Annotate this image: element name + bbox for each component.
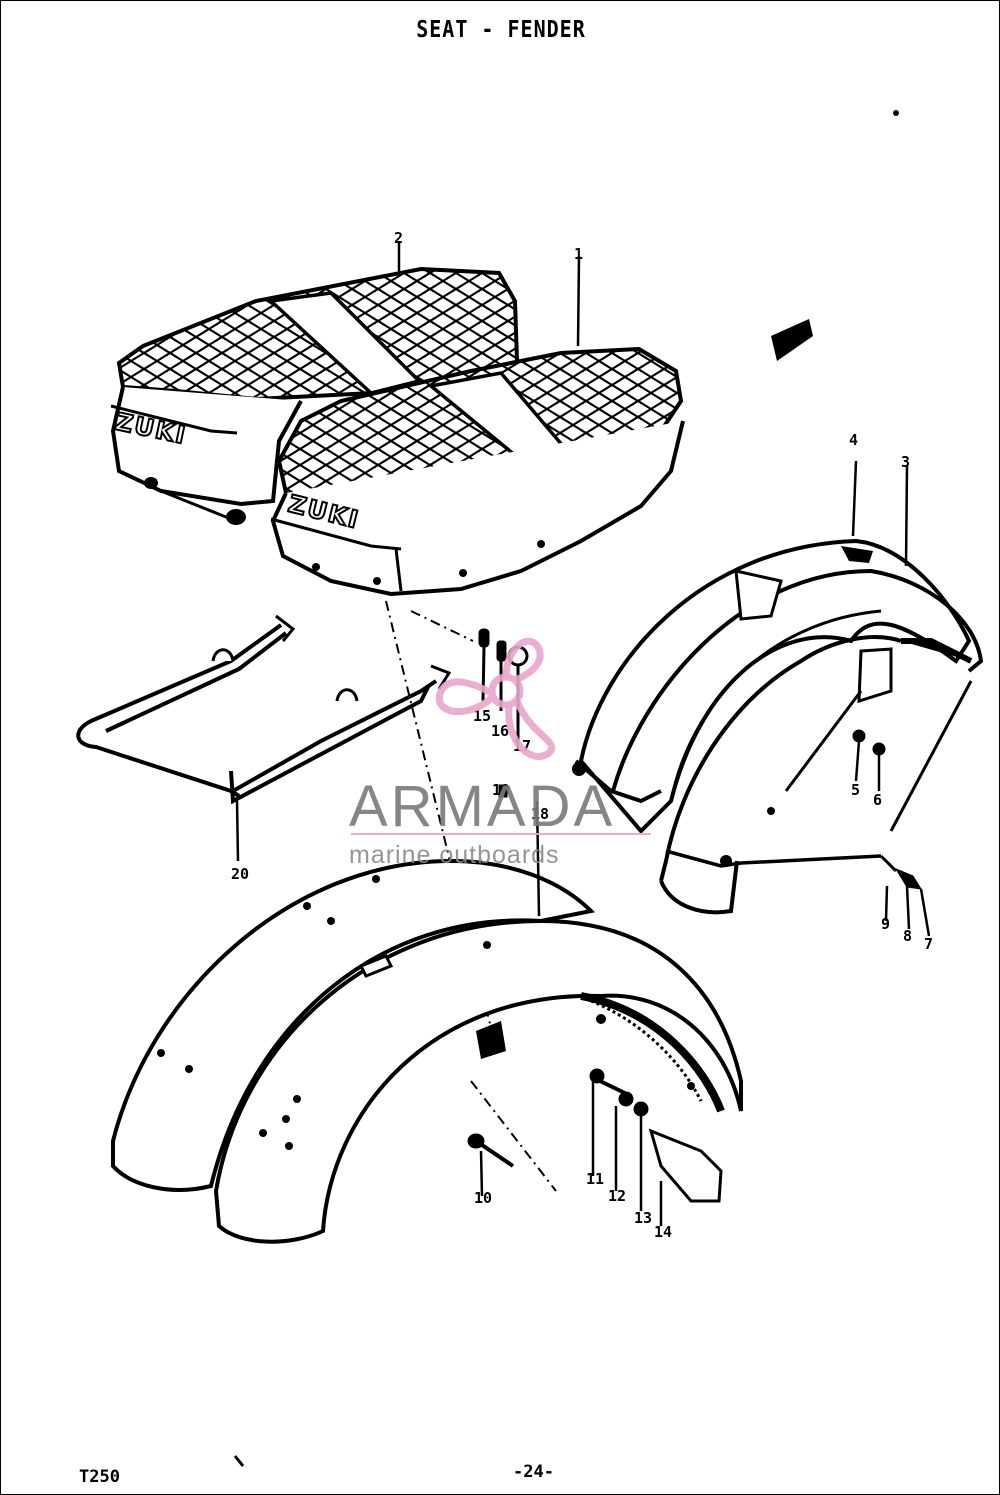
- fender-clip-icon: [771, 319, 813, 361]
- watermark-tagline: marine outboards: [349, 841, 560, 869]
- callout-9: 9: [881, 915, 890, 933]
- front-fender: [111, 858, 743, 1244]
- seat-front: ZUKI: [270, 346, 685, 597]
- callout-19: 19: [492, 781, 510, 799]
- callout-1: 1: [574, 245, 583, 263]
- callout-14: 14: [654, 1223, 672, 1241]
- callout-11: 11: [586, 1170, 604, 1188]
- callout-16: 16: [491, 722, 509, 740]
- callout-13: 13: [634, 1209, 652, 1227]
- callout-labels: 1 2 3 4 5 6 7 8 9 10 11 12 13 14 15 16 1…: [231, 229, 933, 1241]
- scan-mark: [233, 1455, 245, 1467]
- callout-4: 4: [849, 431, 858, 449]
- page-number: -24-: [513, 1462, 554, 1482]
- callout-18: 18: [531, 805, 549, 823]
- callout-15: 15: [473, 707, 491, 725]
- scan-speck: [893, 110, 899, 116]
- watermark-brand: ARMADA: [349, 774, 615, 839]
- seat-rear: ZUKI: [110, 266, 520, 525]
- callout-7: 7: [924, 935, 933, 953]
- page-title: SEAT - FENDER: [416, 15, 586, 43]
- hardware-bolts: [397, 241, 931, 1226]
- callout-10: 10: [474, 1189, 492, 1207]
- callout-3: 3: [901, 453, 910, 471]
- callout-2: 2: [394, 229, 403, 247]
- propeller-logo-icon: [435, 637, 556, 760]
- armada-watermark: ARMADA marine outboards: [349, 637, 651, 869]
- callout-12: 12: [608, 1187, 626, 1205]
- alignment-lines: [385, 600, 557, 1192]
- model-code: T250: [79, 1467, 120, 1487]
- callout-5: 5: [851, 781, 860, 799]
- callout-8: 8: [903, 927, 912, 945]
- callout-6: 6: [873, 791, 882, 809]
- seat-bracket: [76, 614, 452, 862]
- rear-fender: [572, 319, 984, 915]
- callout-20: 20: [231, 865, 249, 883]
